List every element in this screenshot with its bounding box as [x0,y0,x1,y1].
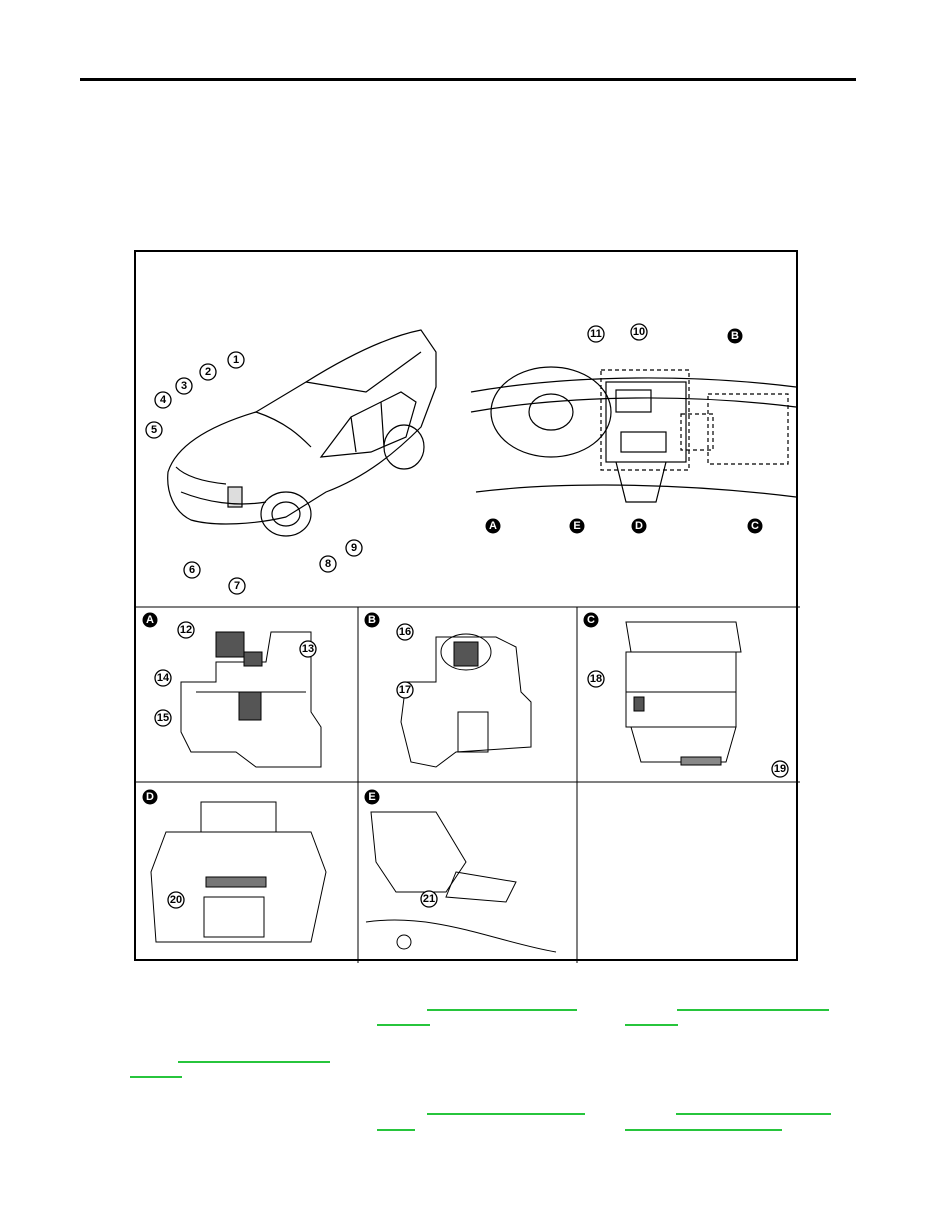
callout-16: 16 [396,623,414,641]
reference-link[interactable] [427,1113,585,1115]
callout-2: 2 [199,363,217,381]
reference-link[interactable] [677,1009,829,1011]
reference-link[interactable] [676,1113,831,1115]
callout-5: 5 [145,421,163,439]
svg-text:17: 17 [399,684,411,696]
callout-12: 12 [177,621,195,639]
callout-8: 8 [319,555,337,573]
svg-text:20: 20 [170,894,182,906]
svg-text:B: B [731,330,739,342]
svg-text:15: 15 [157,712,169,724]
reference-link[interactable] [130,1076,182,1078]
svg-text:14: 14 [157,672,170,684]
svg-text:6: 6 [189,564,195,576]
svg-text:18: 18 [590,673,602,685]
marker-a: A [485,518,501,534]
svg-text:12: 12 [180,624,192,636]
svg-text:10: 10 [633,326,645,338]
svg-text:16: 16 [399,626,411,638]
reference-link[interactable] [625,1024,678,1026]
svg-text:11: 11 [590,328,602,340]
marker-a: A [142,612,158,628]
panel-d-drawing [150,801,327,943]
svg-text:5: 5 [151,424,157,436]
callout-18: 18 [587,670,605,688]
svg-text:A: A [489,520,497,532]
vehicle-illustration [167,329,437,537]
svg-text:C: C [587,614,595,626]
marker-d: D [631,518,647,534]
svg-text:9: 9 [351,542,357,554]
svg-text:D: D [146,791,154,803]
svg-text:3: 3 [181,380,187,392]
marker-c: C [583,612,599,628]
reference-link[interactable] [178,1061,330,1063]
callout-4: 4 [154,391,172,409]
marker-b: B [364,612,380,628]
callout-6: 6 [183,561,201,579]
panel-b-drawing [400,633,532,768]
reference-link[interactable] [377,1024,430,1026]
callout-14: 14 [154,669,172,687]
marker-d: D [142,789,158,805]
reference-link[interactable] [427,1009,577,1011]
panel-c-drawing [625,621,742,766]
svg-text:19: 19 [774,763,786,775]
svg-text:E: E [368,791,375,803]
callout-10: 10 [630,323,648,341]
svg-text:7: 7 [234,580,240,592]
callout-11: 11 [587,325,605,343]
marker-e: E [364,789,380,805]
reference-link[interactable] [377,1129,415,1131]
panel-a-drawing [180,631,322,768]
callout-7: 7 [228,577,246,595]
callout-20: 20 [167,891,185,909]
svg-text:E: E [573,520,580,532]
svg-text:A: A [146,614,154,626]
svg-text:C: C [751,520,759,532]
callout-17: 17 [396,681,414,699]
marker-b: B [727,328,743,344]
callout-21: 21 [420,890,438,908]
callout-3: 3 [175,377,193,395]
svg-text:8: 8 [325,558,331,570]
panel-e-drawing [365,811,557,953]
svg-text:D: D [635,520,643,532]
callout-1: 1 [227,351,245,369]
callout-9: 9 [345,539,363,557]
header-rule [80,78,856,81]
dashboard-illustration [470,366,797,503]
svg-text:B: B [368,614,376,626]
svg-text:1: 1 [233,354,239,366]
callout-15: 15 [154,709,172,727]
marker-e: E [569,518,585,534]
reference-link[interactable] [625,1129,782,1131]
callout-13: 13 [299,640,317,658]
svg-text:13: 13 [302,643,314,655]
svg-text:2: 2 [205,366,211,378]
marker-c: C [747,518,763,534]
svg-text:21: 21 [423,893,435,905]
callout-19: 19 [771,760,789,778]
svg-text:4: 4 [160,394,167,406]
panel-grid [136,606,800,963]
